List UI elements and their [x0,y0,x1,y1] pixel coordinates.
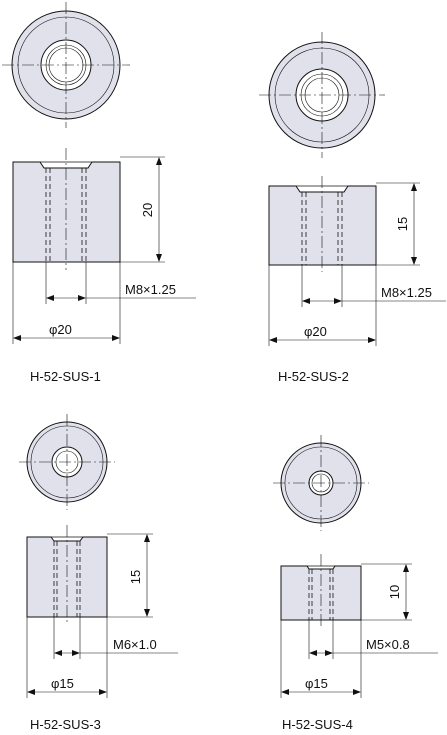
part-2-diameter-dim: φ20 [304,324,327,339]
part-2-top-view [259,32,385,158]
part-1-diameter-dim: φ20 [49,322,72,337]
part-4-top-view [273,435,369,531]
part-1-label: H-52-SUS-1 [30,369,101,384]
part-2-side-view [268,176,446,346]
part-2-thread-dim: M8×1.25 [381,285,432,300]
part-3-side-view [26,525,178,698]
part-2-drawing: 15 M8×1.25 φ20 H-52-SUS-2 [259,32,446,384]
part-2-label: H-52-SUS-2 [278,369,349,384]
part-1-drawing: 20 M8×1.25 φ20 H-52-SUS-1 [2,2,196,384]
part-3-diameter-dim: φ15 [51,676,74,691]
part-4-drawing: 10 M5×0.8 φ15 H-52-SUS-4 [273,435,438,732]
part-3-thread-dim: M6×1.0 [113,637,157,652]
part-3-label: H-52-SUS-3 [30,717,101,732]
part-3-height-dim: 15 [128,570,143,584]
part-1-side-view [12,148,196,344]
part-3-top-view [19,414,115,510]
part-4-diameter-dim: φ15 [305,676,328,691]
part-1-top-view [2,2,130,128]
part-3-drawing: 15 M6×1.0 φ15 H-52-SUS-3 [19,414,178,732]
part-1-height-dim: 20 [140,203,155,217]
part-4-side-view [280,554,438,698]
part-4-height-dim: 10 [387,585,402,599]
part-4-thread-dim: M5×0.8 [366,637,410,652]
part-1-thread-dim: M8×1.25 [125,282,176,297]
part-4-label: H-52-SUS-4 [282,717,353,732]
part-2-height-dim: 15 [395,217,410,231]
